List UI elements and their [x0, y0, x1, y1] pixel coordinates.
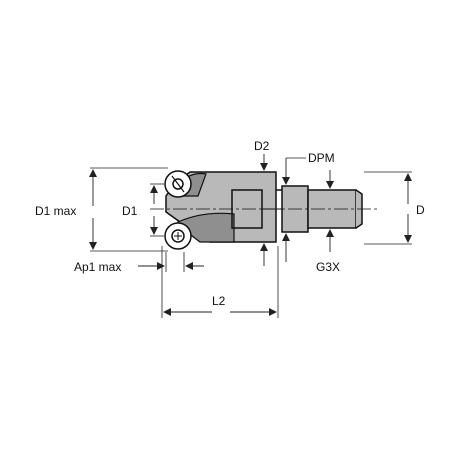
- label-d2: D2: [254, 139, 270, 153]
- dim-d1-max: D1 max: [35, 167, 168, 252]
- dim-ap1-max: Ap1 max: [74, 252, 204, 274]
- dim-g3x: G3X: [316, 170, 340, 274]
- label-l2: L2: [212, 294, 226, 308]
- dim-l2: L2: [161, 246, 279, 318]
- label-d1-max: D1 max: [35, 204, 76, 218]
- insert-bottom: [164, 222, 192, 250]
- shank: [276, 185, 363, 233]
- dim-d2: D2: [254, 139, 270, 266]
- label-d1: D1: [122, 204, 138, 218]
- dim-d1: D1: [122, 183, 164, 237]
- label-ap1-max: Ap1 max: [74, 260, 121, 274]
- insert-top: [164, 170, 192, 198]
- label-g3x: G3X: [316, 260, 340, 274]
- label-d: D: [416, 203, 425, 217]
- label-dpm: DPM: [308, 151, 335, 165]
- dim-d: D: [364, 171, 425, 245]
- dim-dpm: DPM: [282, 151, 335, 262]
